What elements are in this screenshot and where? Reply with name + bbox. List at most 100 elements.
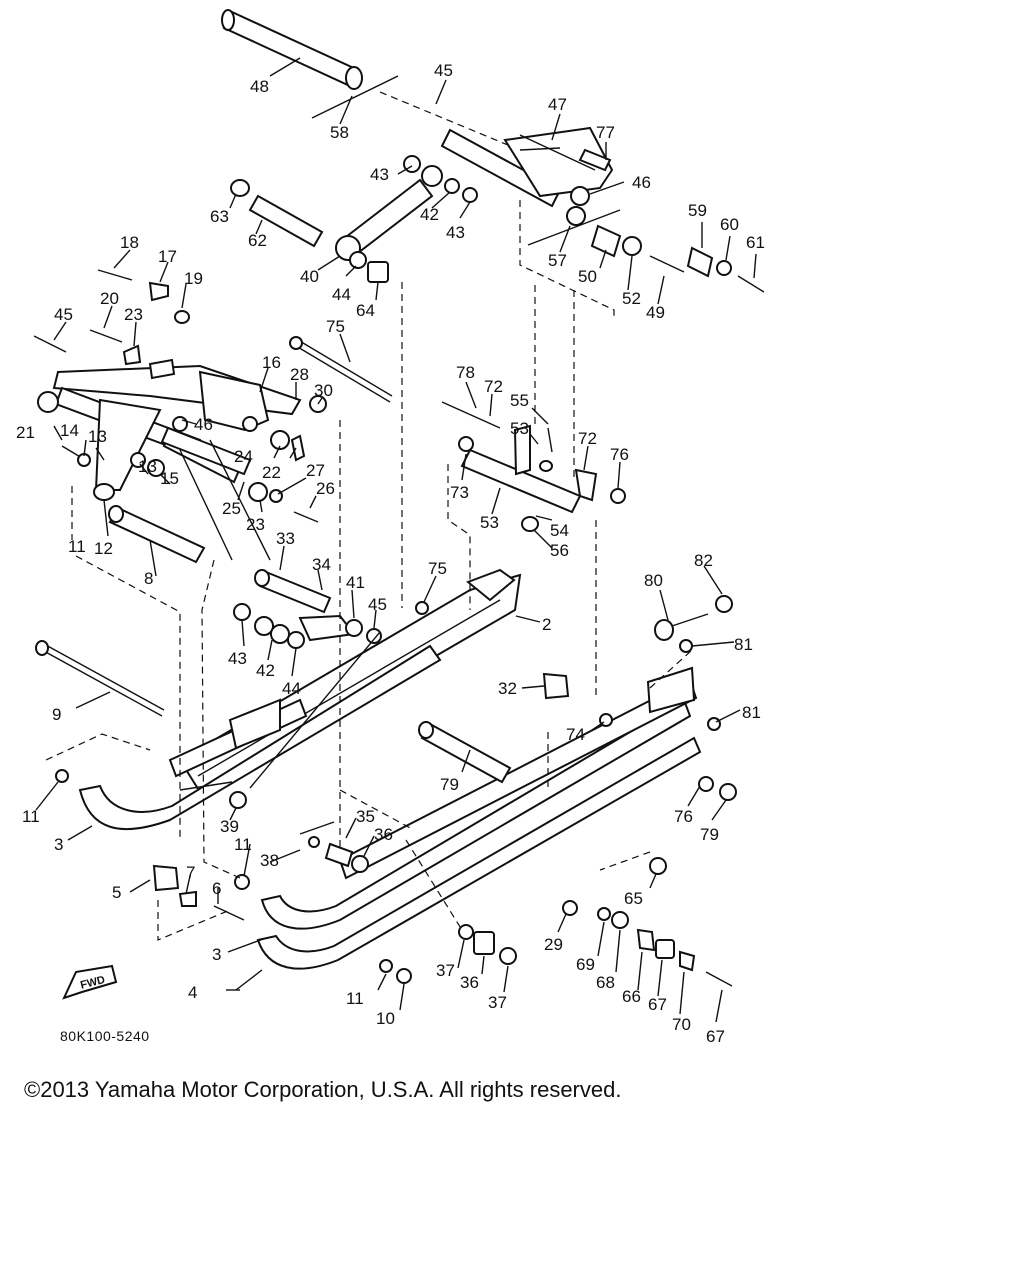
callout-8: 8 xyxy=(144,569,153,588)
callout-46: 46 xyxy=(632,173,651,192)
forward-direction-icon: FWD xyxy=(62,964,118,1002)
callout-44b: 45 xyxy=(368,595,387,614)
callout-18: 18 xyxy=(120,233,139,252)
runner-3-right xyxy=(256,666,702,970)
callout-48: 48 xyxy=(250,77,269,96)
callout-75a: 75 xyxy=(428,559,447,578)
callout-13b: 13 xyxy=(138,457,157,476)
callout-81b: 81 xyxy=(742,703,761,722)
assembly-guides xyxy=(45,200,693,941)
callout-53a: 53 xyxy=(510,419,529,438)
callout-14: 14 xyxy=(60,421,79,440)
callout-36b: 37 xyxy=(436,961,455,980)
callout-5: 5 xyxy=(112,883,121,902)
callout-61: 62 xyxy=(248,231,267,250)
callout-66: 67 xyxy=(648,995,667,1014)
callout-17: 17 xyxy=(158,247,177,266)
callout-15: 15 xyxy=(160,469,179,488)
callout-30: 30 xyxy=(314,381,333,400)
callout-7: 7 xyxy=(186,863,195,882)
shaft-79 xyxy=(418,721,512,784)
rear-hardware xyxy=(527,186,765,293)
block-31 xyxy=(542,672,570,700)
callout-44a: 44 xyxy=(332,285,351,304)
front-hardware xyxy=(33,269,190,477)
callout-28: 28 xyxy=(290,365,309,384)
callout-6: 6 xyxy=(212,879,221,898)
callout-33: 34 xyxy=(312,555,331,574)
copyright-notice: ©2013 Yamaha Motor Corporation, U.S.A. A… xyxy=(24,1077,622,1102)
callout-3b: 3 xyxy=(212,945,221,964)
callout-74: 76 xyxy=(610,445,629,464)
callout-76: 77 xyxy=(596,123,615,142)
callout-59: 60 xyxy=(720,215,739,234)
callout-9: 9 xyxy=(52,705,61,724)
sleeve-61 xyxy=(230,179,324,248)
lower-bushings xyxy=(233,603,382,649)
callout-20: 20 xyxy=(100,289,119,308)
center-hardware xyxy=(181,395,327,523)
callout-19: 19 xyxy=(184,269,203,288)
callout-43d: 44 xyxy=(282,679,301,698)
suspension-exploded-diagram: 48 58 45 47 77 46 59 60 61 57 50 52 49 4… xyxy=(16,9,765,1046)
shock-absorber-40 xyxy=(335,155,478,283)
front-arm-16 xyxy=(37,358,302,501)
callout-13a: 13 xyxy=(88,427,107,446)
callout-23b: 24 xyxy=(234,447,253,466)
leader-lines xyxy=(35,57,757,1023)
callout-55: 56 xyxy=(550,541,569,560)
rod-73 xyxy=(289,336,393,403)
callout-50: 50 xyxy=(578,267,597,286)
callout-68: 69 xyxy=(576,955,595,974)
callout-2: 2 xyxy=(542,615,551,634)
callout-43b: 43 xyxy=(446,223,465,242)
lower-hardware xyxy=(55,601,737,991)
callout-31: 32 xyxy=(498,679,517,698)
bolt-80 xyxy=(654,595,733,731)
callout-60: 61 xyxy=(746,233,765,252)
callout-56: 57 xyxy=(548,251,567,270)
callout-64: 66 xyxy=(622,987,641,1006)
parts-artwork xyxy=(33,9,765,1023)
callout-11b: 11 xyxy=(22,807,40,826)
callout-34: 35 xyxy=(356,807,375,826)
callout-41: 41 xyxy=(346,573,365,592)
callout-11a: 11 xyxy=(68,537,86,556)
callout-58: 59 xyxy=(688,201,707,220)
callout-72b: 74 xyxy=(566,725,585,744)
callout-4: 4 xyxy=(188,983,197,1002)
callout-42b: 42 xyxy=(256,661,275,680)
callout-35: 36 xyxy=(460,973,479,992)
callout-22: 22 xyxy=(262,463,281,482)
rod-9 xyxy=(35,640,165,717)
callout-36a: 36 xyxy=(374,825,393,844)
callout-3a: 3 xyxy=(54,835,63,854)
callout-72a: 73 xyxy=(450,483,469,502)
callout-labels: 48 58 45 47 77 46 59 60 61 57 50 52 49 4… xyxy=(16,61,765,1046)
pin-8 xyxy=(108,505,206,564)
shaft-48 xyxy=(221,9,363,90)
callout-81a: 81 xyxy=(734,635,753,654)
callout-43c: 43 xyxy=(228,649,247,668)
callout-53b: 54 xyxy=(550,521,569,540)
callout-80: 80 xyxy=(644,571,663,590)
callout-25: 23 xyxy=(246,515,265,534)
hanger-70 xyxy=(441,401,626,532)
callout-38: 38 xyxy=(260,851,279,870)
rear-arm-47 xyxy=(440,126,614,208)
callout-11c: 11 xyxy=(234,835,252,854)
callout-79: 79 xyxy=(440,775,459,794)
callout-63: 65 xyxy=(624,889,643,908)
callout-65: 67 xyxy=(706,1027,725,1046)
callout-77: 78 xyxy=(456,363,475,382)
callout-11d: 11 xyxy=(346,989,364,1008)
fwd-label: FWD xyxy=(79,974,106,992)
callout-51: 52 xyxy=(622,289,641,308)
callout-12: 12 xyxy=(94,539,113,558)
callout-42a: 42 xyxy=(420,205,439,224)
callout-54: 55 xyxy=(510,391,529,410)
callout-40: 40 xyxy=(300,267,319,286)
callout-16: 16 xyxy=(262,353,281,372)
callout-75b: 76 xyxy=(674,807,693,826)
callout-78: 79 xyxy=(700,825,719,844)
